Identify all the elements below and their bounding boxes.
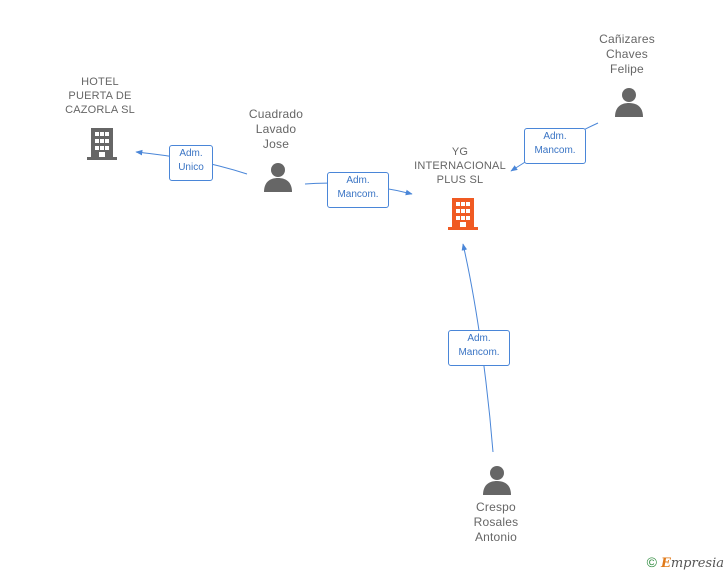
edge-label-line: Adm. [179, 148, 203, 159]
person-icon[interactable] [482, 465, 512, 495]
crespo-label: Crespo Rosales Antonio [456, 500, 536, 545]
empresia-logo: Empresia [661, 556, 724, 571]
canizares-label: Cañizares Chaves Felipe [587, 32, 667, 77]
yg-label-line: INTERNACIONAL [414, 160, 506, 172]
edge-label-line: Mancom. [337, 189, 379, 200]
canizares-label-line: Felipe [610, 62, 644, 76]
crespo-label-line: Antonio [474, 530, 518, 544]
edge-label-canizares-yg[interactable]: Adm. Mancom. [524, 128, 586, 164]
edge-label-line: Adm. [543, 131, 567, 142]
canizares-label-line: Cañizares [599, 32, 655, 46]
building-icon[interactable] [86, 126, 118, 160]
yg-label-line: YG [451, 146, 469, 158]
edge-label-line: Mancom. [458, 347, 500, 358]
edge-label-crespo-yg[interactable]: Adm. Mancom. [448, 330, 510, 366]
copyright-symbol: © [646, 554, 657, 570]
hotel-label: HOTEL PUERTA DE CAZORLA SL [50, 75, 150, 117]
building-icon[interactable] [447, 196, 479, 230]
crespo-label-line: Crespo [476, 500, 516, 514]
cuadrado-label: Cuadrado Lavado Jose [236, 107, 316, 152]
empresia-logo-initial: E [660, 556, 671, 571]
edge-label-line: Unico [178, 162, 204, 173]
person-icon[interactable] [263, 162, 293, 192]
cuadrado-label-line: Cuadrado [248, 107, 304, 121]
edge-label-line: Adm. [346, 175, 370, 186]
empresia-watermark: ©Empresia [647, 554, 724, 571]
hotel-label-line: PUERTA DE [68, 90, 132, 102]
hotel-label-line: HOTEL [81, 76, 119, 88]
canizares-label-line: Chaves [606, 47, 648, 61]
yg-label: YG INTERNACIONAL PLUS SL [400, 145, 520, 187]
edge-label-cuadrado-hotel[interactable]: Adm. Unico [169, 145, 213, 181]
hotel-label-line: CAZORLA SL [65, 104, 135, 116]
cuadrado-label-line: Jose [262, 137, 290, 151]
crespo-label-line: Rosales [473, 515, 519, 529]
cuadrado-label-line: Lavado [255, 122, 297, 136]
edge-label-line: Mancom. [534, 145, 576, 156]
empresia-logo-text: mpresia [670, 556, 724, 571]
person-icon[interactable] [614, 87, 644, 117]
yg-label-line: PLUS SL [436, 174, 484, 186]
edge-label-line: Adm. [467, 333, 491, 344]
edge-label-cuadrado-yg[interactable]: Adm. Mancom. [327, 172, 389, 208]
